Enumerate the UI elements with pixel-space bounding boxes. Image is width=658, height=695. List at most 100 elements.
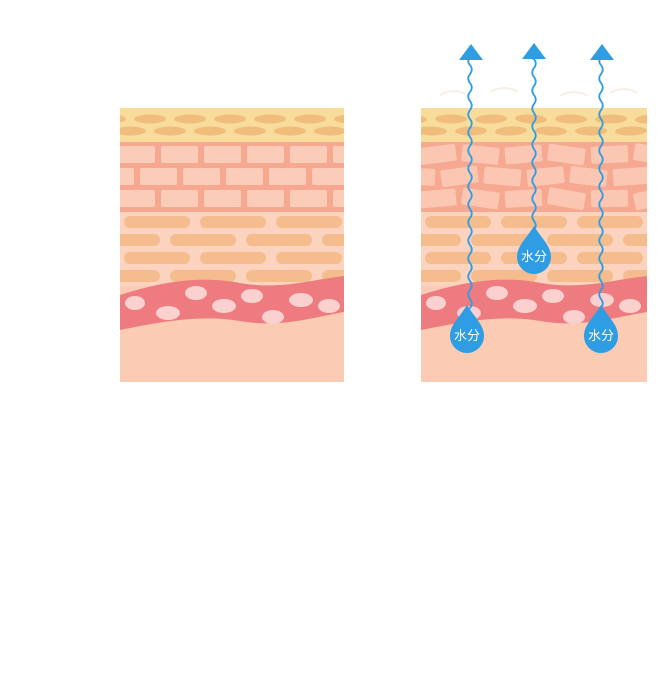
surface-cell bbox=[435, 114, 467, 124]
barrier-brick bbox=[290, 190, 327, 207]
barrier-brick bbox=[333, 146, 344, 163]
spinous-cell bbox=[421, 234, 461, 246]
surface-cell bbox=[120, 115, 126, 123]
vessel-cell bbox=[486, 286, 508, 300]
spinous-cell bbox=[170, 270, 236, 282]
surface-cell bbox=[555, 114, 587, 124]
vessel-cell bbox=[426, 296, 446, 310]
barrier-brick bbox=[421, 143, 457, 165]
spinous-cell bbox=[547, 234, 613, 246]
barrier-brick bbox=[226, 168, 263, 185]
spinous-cell bbox=[120, 234, 160, 246]
barrier-brick bbox=[161, 146, 198, 163]
vessel-cell bbox=[241, 289, 263, 303]
vessel-cell bbox=[318, 299, 340, 313]
water-droplet: 水分 bbox=[450, 305, 484, 353]
barrier-brick bbox=[504, 189, 543, 208]
surface-cell bbox=[421, 126, 447, 136]
vessel-cell bbox=[156, 306, 180, 320]
spinous-cell bbox=[246, 234, 312, 246]
spinous-cell bbox=[124, 216, 190, 228]
water-droplet-icon bbox=[450, 305, 484, 353]
surface-cell bbox=[535, 126, 567, 136]
barrier-brick bbox=[590, 145, 629, 164]
surface-cells bbox=[421, 114, 647, 136]
vessel-cell bbox=[212, 299, 236, 313]
spinous-cell bbox=[425, 252, 491, 264]
surface-cell bbox=[635, 114, 647, 124]
spinous-cell bbox=[547, 270, 613, 282]
water-droplet-icon bbox=[584, 305, 618, 353]
barrier-brick bbox=[140, 168, 177, 185]
surface-cell bbox=[615, 126, 647, 136]
surface-cell bbox=[254, 114, 286, 124]
barrier-brick bbox=[421, 188, 457, 209]
spinous-cell bbox=[471, 234, 537, 246]
spinous-cell bbox=[120, 270, 160, 282]
evaporation-arrows bbox=[459, 43, 614, 60]
barrier-brick bbox=[547, 187, 586, 210]
surface-cells bbox=[120, 114, 344, 136]
spinous-cell bbox=[276, 216, 342, 228]
moisture-paths bbox=[467, 56, 604, 309]
vessel-cells bbox=[426, 286, 641, 324]
moisture-wave bbox=[467, 57, 473, 309]
spinous-cell bbox=[577, 216, 643, 228]
broken-barrier-bricks bbox=[421, 143, 647, 211]
evaporation-arrow-icon bbox=[459, 44, 483, 60]
spinous-cell bbox=[471, 270, 537, 282]
barrier-brick bbox=[204, 190, 241, 207]
spinous-cell bbox=[577, 252, 643, 264]
droplet-label: 水分 bbox=[454, 329, 480, 344]
surface-cell bbox=[194, 126, 226, 136]
surface-cell bbox=[234, 126, 266, 136]
spinous-cell bbox=[200, 216, 266, 228]
barrier-bricks bbox=[120, 146, 344, 207]
barrier-brick bbox=[120, 168, 134, 185]
water-droplet-icon bbox=[517, 226, 551, 274]
spinous-cell bbox=[421, 270, 461, 282]
barrier-brick bbox=[290, 146, 327, 163]
moisture-wave bbox=[598, 57, 604, 309]
barrier-brick bbox=[120, 190, 155, 207]
healthy-skin-panel bbox=[120, 108, 344, 382]
barrier-brick bbox=[612, 166, 647, 187]
droplet-label: 水分 bbox=[521, 250, 547, 265]
water-droplet: 水分 bbox=[517, 226, 551, 274]
spinous-cell bbox=[623, 234, 647, 246]
vessel-cell bbox=[185, 286, 207, 300]
barrier-brick bbox=[590, 189, 629, 208]
barrier-brick bbox=[312, 168, 344, 185]
surface-cell bbox=[174, 114, 206, 124]
barrier-brick bbox=[183, 168, 220, 185]
vessel-cell bbox=[619, 299, 641, 313]
vessel-cell bbox=[542, 289, 564, 303]
barrier-brick bbox=[633, 186, 647, 211]
spinous-cell bbox=[200, 252, 266, 264]
surface-cell bbox=[515, 114, 547, 124]
droplet-label: 水分 bbox=[588, 329, 614, 344]
evaporation-arrow-icon bbox=[590, 44, 614, 60]
surface-cell bbox=[495, 126, 527, 136]
surface-cell bbox=[154, 126, 186, 136]
moisture-wave bbox=[531, 56, 537, 231]
surface-cell bbox=[334, 114, 344, 124]
surface-cell bbox=[314, 126, 344, 136]
spinous-cell bbox=[170, 234, 236, 246]
barrier-brick bbox=[504, 144, 543, 165]
water-droplets: 水分 水分 水分 bbox=[450, 226, 618, 353]
spinous-cell bbox=[124, 252, 190, 264]
surface-cell bbox=[274, 126, 306, 136]
vessel-cell bbox=[289, 293, 313, 307]
barrier-brick bbox=[247, 146, 284, 163]
surface-cell bbox=[455, 126, 487, 136]
barrier-brick bbox=[120, 146, 155, 163]
barrier-brick bbox=[483, 166, 522, 187]
barrier-brick bbox=[204, 146, 241, 163]
barrier-brick bbox=[547, 143, 586, 166]
barrier-brick bbox=[161, 190, 198, 207]
spinous-cell bbox=[322, 234, 344, 246]
vessel-cell bbox=[563, 310, 585, 324]
